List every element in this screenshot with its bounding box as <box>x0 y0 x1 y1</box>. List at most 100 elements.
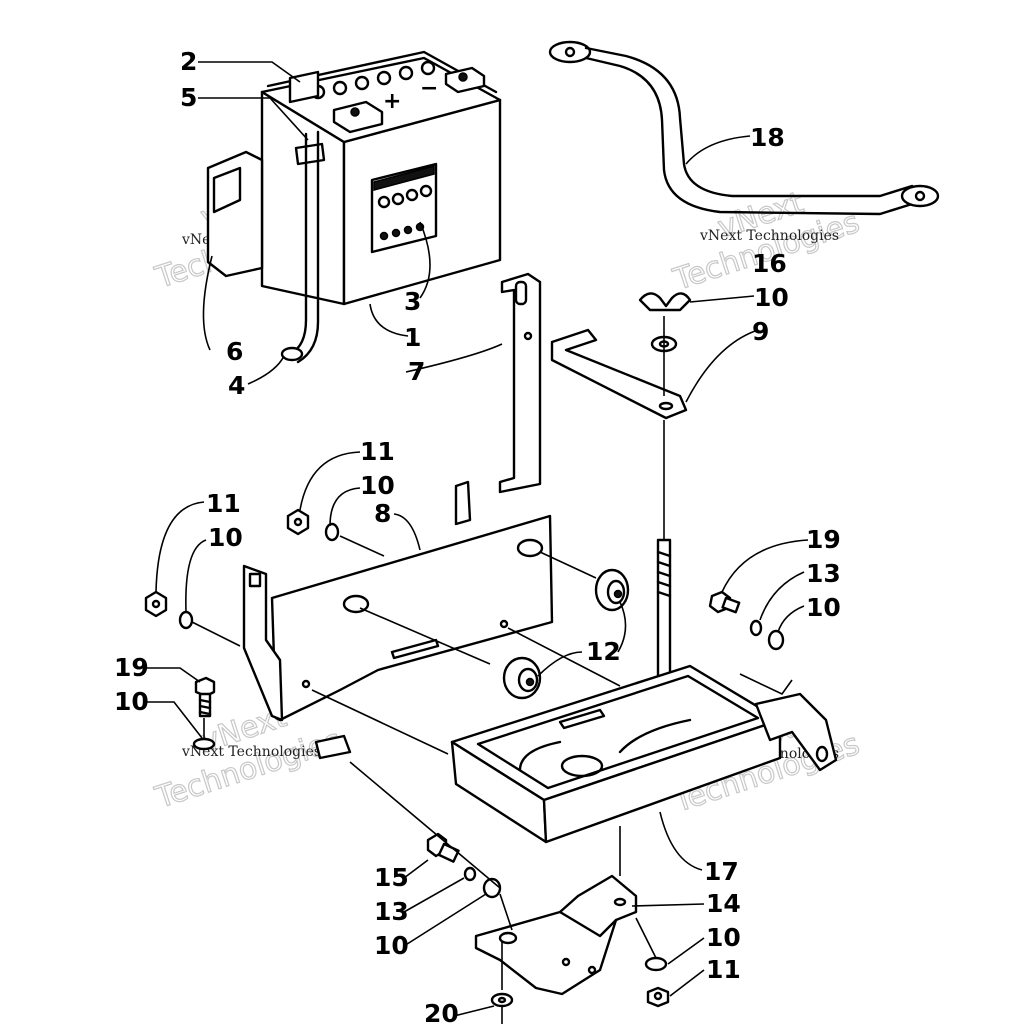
callout-19: 19 <box>114 653 149 682</box>
vent-tube-right-edge <box>296 130 320 364</box>
rubber-grommet <box>502 656 542 700</box>
mount-bracket-hole <box>587 965 597 975</box>
mount-bracket-hole <box>498 931 518 945</box>
nut <box>646 986 670 1008</box>
positive-terminal <box>332 100 384 134</box>
callout-10: 10 <box>114 687 149 716</box>
cable-upper-edge <box>584 56 914 216</box>
callout-12: 12 <box>586 637 621 666</box>
watermark-bottom-left: vNext Technologies vNext Technologies <box>150 699 346 817</box>
callout-17: 17 <box>704 857 739 886</box>
tray-recess <box>560 754 604 778</box>
bracket-small-hole <box>499 619 509 629</box>
callout-8: 8 <box>374 499 391 528</box>
mount-bracket-hole <box>613 897 627 907</box>
rubber-grommet <box>594 568 630 612</box>
callout-4: 4 <box>228 371 245 400</box>
nut <box>286 508 310 536</box>
callout-7: 7 <box>408 357 425 386</box>
bracket-slot <box>390 638 440 660</box>
strap-slot <box>514 280 528 306</box>
callout-10: 10 <box>754 283 789 312</box>
callout-10: 10 <box>374 931 409 960</box>
battery-tray <box>450 664 838 844</box>
callout-10: 10 <box>706 923 741 952</box>
bracket-left-flange <box>242 564 284 722</box>
watermark-text: vNext Technologies <box>181 744 321 760</box>
tray-inner-rim <box>476 674 760 790</box>
positive-sign: + <box>383 89 401 114</box>
watermark-top-right: vNext Technologies vNext Technologies <box>668 185 864 299</box>
mount-bracket <box>474 874 638 996</box>
hex-bolt <box>426 832 460 863</box>
callout-15: 15 <box>374 863 409 892</box>
cable-ring-terminal-bottom <box>900 184 940 208</box>
tray-mount-tab <box>754 692 838 772</box>
wing-nut <box>638 292 692 312</box>
tray-slot <box>558 708 606 730</box>
vent-cap-strip <box>288 70 320 104</box>
callout-18: 18 <box>750 123 785 152</box>
bracket-hole <box>516 538 544 558</box>
callout-19: 19 <box>806 525 841 554</box>
tray-tab-hole <box>815 745 829 763</box>
hold-down-bar-body <box>550 328 688 420</box>
vent-tube-end <box>280 346 304 362</box>
callout-2: 2 <box>180 47 197 76</box>
callout-13: 13 <box>806 559 841 588</box>
hold-down-bar <box>550 328 688 420</box>
lock-washer <box>749 619 763 637</box>
strap-hole <box>523 331 533 341</box>
battery: + − <box>260 50 502 306</box>
hex-bolt <box>194 676 216 718</box>
callout-5: 5 <box>180 83 197 112</box>
strap-body <box>498 272 542 494</box>
callout-13: 13 <box>374 897 409 926</box>
washer <box>490 992 514 1008</box>
ground-cable <box>548 40 940 216</box>
tray-right-wall <box>542 718 782 844</box>
callout-11: 11 <box>360 437 395 466</box>
lock-washer <box>463 866 477 882</box>
callout-14: 14 <box>706 889 741 918</box>
callout-11: 11 <box>706 955 741 984</box>
cable-lower-edge <box>584 46 914 198</box>
battery-side-plate-window <box>212 166 242 214</box>
negative-sign: − <box>420 76 438 101</box>
battery-side-plate <box>206 150 264 278</box>
battery-label-symbols <box>377 184 433 241</box>
battery-bracket <box>242 480 554 760</box>
hex-bolt <box>708 590 741 614</box>
battery-top-face <box>260 56 502 144</box>
cable-ring-terminal-top <box>548 40 592 64</box>
callout-10: 10 <box>360 471 395 500</box>
vent-tube-clamp <box>294 142 326 166</box>
bracket-foot <box>314 734 352 760</box>
callout-1: 1 <box>404 323 421 352</box>
washer <box>644 956 668 972</box>
mount-bracket-hole <box>561 957 571 967</box>
callout-6: 6 <box>226 337 243 366</box>
callout-labels: 2 5 18 16 10 9 3 1 6 7 4 11 10 8 11 10 1… <box>114 47 841 1024</box>
hold-down-bar-hole <box>658 401 674 411</box>
callout-20: 20 <box>424 999 459 1024</box>
washer <box>767 629 785 651</box>
bracket-tab <box>454 480 472 526</box>
callout-16: 16 <box>752 249 787 278</box>
callout-11: 11 <box>206 489 241 518</box>
watermark-text: vNext Technologies <box>699 228 839 244</box>
callout-10: 10 <box>208 523 243 552</box>
callout-10: 10 <box>806 593 841 622</box>
vent-tube-assembly <box>280 130 326 364</box>
bracket-small-hole <box>301 679 311 689</box>
washer <box>192 737 216 751</box>
leader-lines <box>144 61 809 1017</box>
washer <box>324 522 340 542</box>
callout-3: 3 <box>404 287 421 316</box>
battery-strap <box>498 272 542 494</box>
nut <box>144 590 168 618</box>
bracket-hole <box>342 594 370 614</box>
bracket-flange-slot <box>248 572 262 588</box>
callout-9: 9 <box>752 317 769 346</box>
